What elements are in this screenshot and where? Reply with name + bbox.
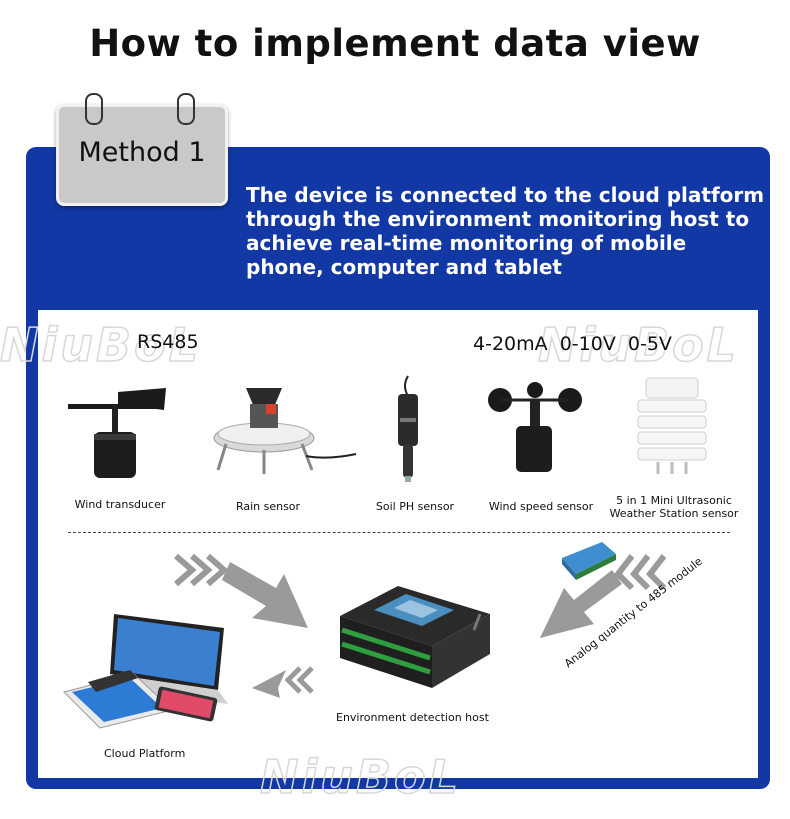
- weather-station-icon: [637, 377, 707, 474]
- watermark-logo: NiuBoL: [259, 749, 461, 805]
- arrow-down-left-icon: [540, 554, 667, 638]
- host-label: Environment detection host: [336, 711, 489, 724]
- cloud-devices-icon: [63, 614, 228, 729]
- binder-ring-icon: [177, 93, 195, 125]
- anemometer-icon: [488, 382, 582, 472]
- sensor-label-weather-station: 5 in 1 Mini Ultrasonic Weather Station s…: [609, 494, 739, 520]
- analog-module-icon: [562, 542, 616, 580]
- sensor-label-wind-speed-sensor: Wind speed sensor: [488, 500, 594, 513]
- page-title: How to implement data view: [89, 22, 701, 65]
- arrow-down-right-icon: [174, 553, 308, 628]
- method-description: The device is connected to the cloud pla…: [246, 183, 765, 279]
- watermark-logo: NiuBoL: [0, 317, 201, 373]
- section-divider: [68, 532, 730, 533]
- watermark-logo: NiuBoL: [537, 317, 739, 373]
- protocol-rs485: RS485: [137, 331, 199, 353]
- sensor-label-rain-sensor: Rain sensor: [235, 500, 301, 513]
- environment-host-icon: [340, 586, 490, 688]
- sensor-label-soil-ph-sensor: Soil PH sensor: [375, 500, 455, 513]
- binder-ring-icon: [85, 93, 103, 125]
- sensor-label-wind-transducer: Wind transducer: [74, 498, 166, 511]
- ph-probe-icon: [398, 375, 418, 482]
- cloud-platform-label: Cloud Platform: [104, 747, 186, 760]
- arrow-left-icon: [252, 666, 314, 698]
- method-label: Method 1: [78, 137, 206, 168]
- wind-vane-icon: [68, 388, 166, 478]
- method-tag: Method 1: [56, 93, 228, 206]
- protocol-analog: 4-20mA 0-10V 0-5V: [473, 333, 672, 355]
- rain-gauge-icon: [213, 388, 357, 474]
